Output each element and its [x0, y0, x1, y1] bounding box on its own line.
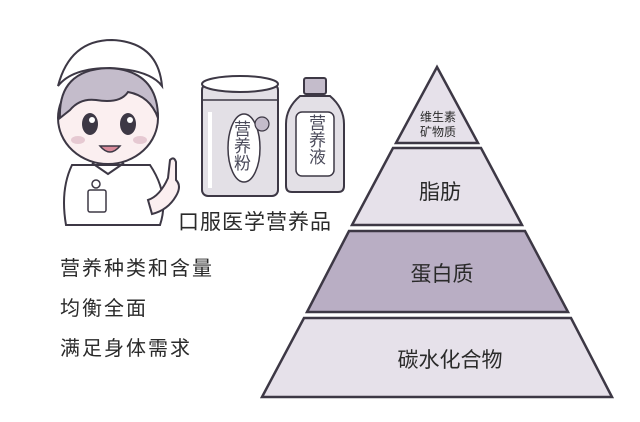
description-line-3: 满足身体需求 [60, 336, 192, 360]
tier-label-vitamins: 维生素 [419, 110, 456, 124]
products-caption: 口服医学营养品 [178, 210, 332, 234]
description-line-1: 营养种类和含量 [60, 256, 214, 280]
tier-label-fat: 脂肪 [419, 180, 461, 204]
tier-label-protein: 蛋白质 [410, 262, 474, 286]
nurse-icon [57, 38, 180, 226]
tier-label-minerals: 矿物质 [419, 125, 456, 139]
powder-label: 营养粉 [230, 120, 250, 171]
nutrition-powder-can-icon [201, 75, 279, 197]
description-line-2: 均衡全面 [60, 296, 148, 320]
tier-label-carbohydrate: 碳水化合物 [397, 348, 503, 372]
pyramid-tier-fat [349, 146, 525, 227]
pyramid-tier-vitamins [393, 64, 481, 145]
liquid-label: 营养液 [305, 114, 325, 165]
nutrition-pyramid [259, 64, 615, 399]
nutrition-liquid-bottle-icon [285, 77, 345, 193]
pyramid-tier-carbohydrate [259, 316, 615, 399]
pyramid-tier-protein [304, 229, 571, 314]
tier-label-vitamins-minerals: 维生素 矿物质 [398, 110, 478, 140]
